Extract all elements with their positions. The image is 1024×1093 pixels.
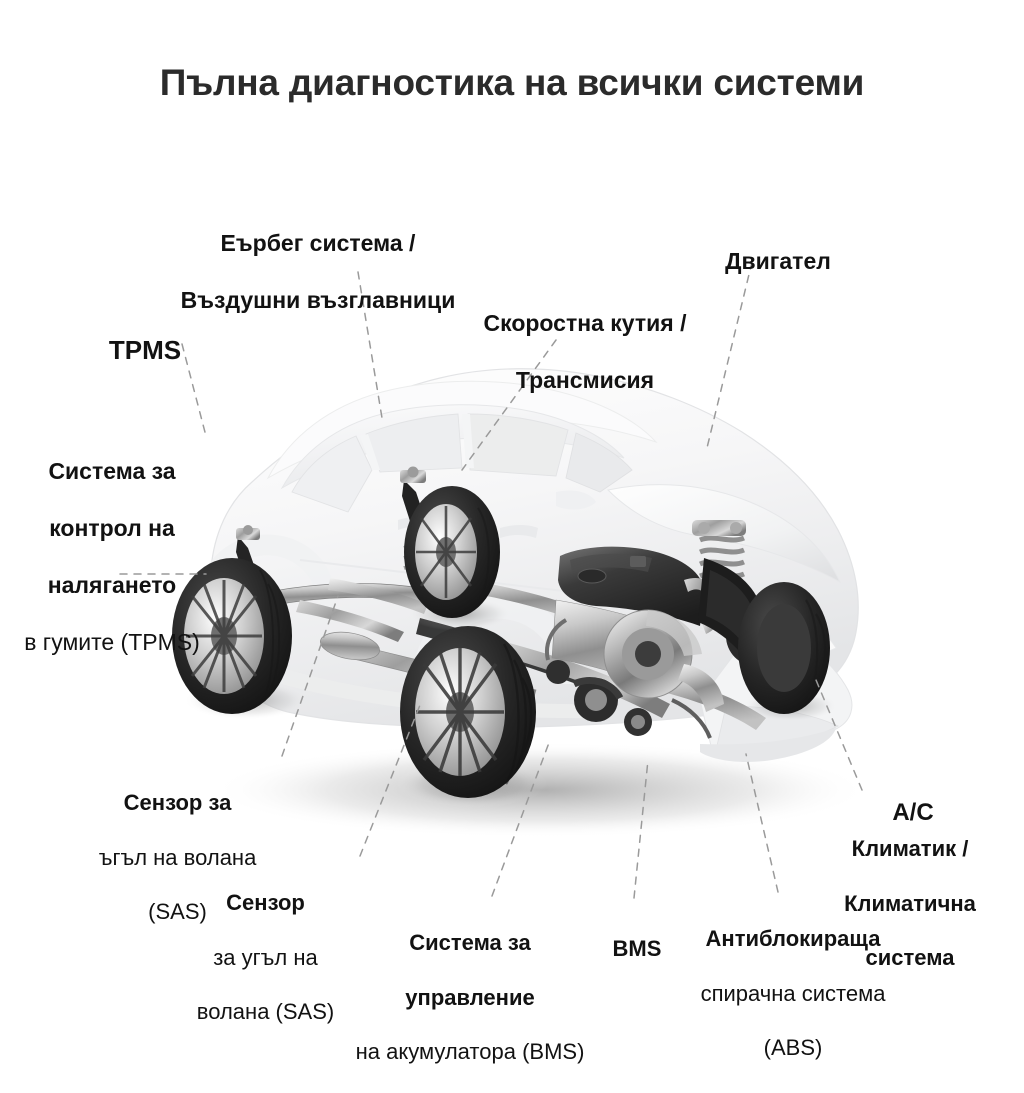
label-ac-desc-line2: Климатична xyxy=(844,890,976,916)
ground-shadow xyxy=(210,742,870,838)
label-ac-desc-line3: система xyxy=(865,945,955,971)
leader-sas2 xyxy=(359,699,423,857)
label-bms-short: BMS xyxy=(598,908,676,990)
chassis-assembly xyxy=(236,466,786,730)
label-engine: Двигател xyxy=(648,218,908,304)
label-bms-short-line1: BMS xyxy=(612,936,662,962)
label-tpms-desc-line1: Система за xyxy=(48,457,176,484)
label-ac-desc-line1: Климатик / xyxy=(851,836,969,862)
label-tpms-description: Система за контрол на налягането в гумит… xyxy=(12,428,212,685)
label-bms-description: Система за управление на акумулатора (BM… xyxy=(330,902,610,1093)
label-sas-secondary-line2: за угъл на xyxy=(213,944,318,970)
wheel-mid xyxy=(404,486,512,631)
label-bms-desc-line1: Система за xyxy=(409,930,531,956)
label-sas-secondary: Сензор за угъл на волана (SAS) xyxy=(168,862,363,1053)
label-airbag-system: Еърбег система / Въздушни възглавници xyxy=(138,200,498,343)
label-abs-line2: спирачна система xyxy=(700,980,886,1006)
label-gearbox-transmission: Скоростна кутия / Трансмисия xyxy=(420,280,750,423)
label-sas-primary-line2: ъгъл на волана xyxy=(98,844,257,870)
label-bms-desc-line2: управление xyxy=(405,984,535,1010)
label-tpms-desc-line3: налягането xyxy=(47,571,177,598)
label-abs-line1: Антиблокираща xyxy=(705,926,881,952)
label-ac-short-line1: A/C xyxy=(892,798,934,826)
wheel-front-right xyxy=(738,582,838,722)
label-gearbox-line2: Трансмисия xyxy=(515,366,655,393)
label-engine-line1: Двигател xyxy=(725,247,831,274)
label-sas-secondary-line3: волана (SAS) xyxy=(196,999,335,1025)
leader-ac xyxy=(815,679,863,791)
label-sas-secondary-line1: Сензор xyxy=(226,890,305,916)
label-tpms-desc-line4: в гумите (TPMS) xyxy=(24,628,200,655)
leader-bms-desc xyxy=(491,739,551,897)
label-tpms-desc-line2: контрол на xyxy=(49,514,175,541)
label-ac-description: Климатик / Климатична система xyxy=(810,808,1010,999)
label-sas-primary-line3: (SAS) xyxy=(148,899,207,925)
wheel-front-left xyxy=(396,626,548,808)
label-airbag-line2: Въздушни възглавници xyxy=(180,286,456,313)
car-body-ghost xyxy=(196,368,859,763)
label-tpms-short-line1: TPMS xyxy=(108,335,182,366)
engine-assembly xyxy=(545,546,760,739)
leader-abs xyxy=(745,753,779,893)
label-ac-short: A/C xyxy=(858,768,968,857)
leader-bms xyxy=(633,759,649,899)
label-abs-line3: (ABS) xyxy=(763,1035,823,1061)
label-sas-primary: Сензор за ъгъл на волана (SAS) xyxy=(60,762,295,953)
label-bms-desc-line3: на акумулатора (BMS) xyxy=(355,1039,585,1065)
label-gearbox-line1: Скоростна кутия / xyxy=(483,309,687,336)
label-sas-primary-line1: Сензор за xyxy=(123,790,232,816)
diagnostics-infographic: Пълна диагностика на всички системи xyxy=(12,62,1010,1065)
page-title: Пълна диагностика на всички системи xyxy=(159,62,865,103)
label-airbag-line1: Еърбег система / xyxy=(220,229,416,256)
label-tpms-short: TPMS xyxy=(30,302,260,399)
leader-sas1 xyxy=(281,595,339,757)
